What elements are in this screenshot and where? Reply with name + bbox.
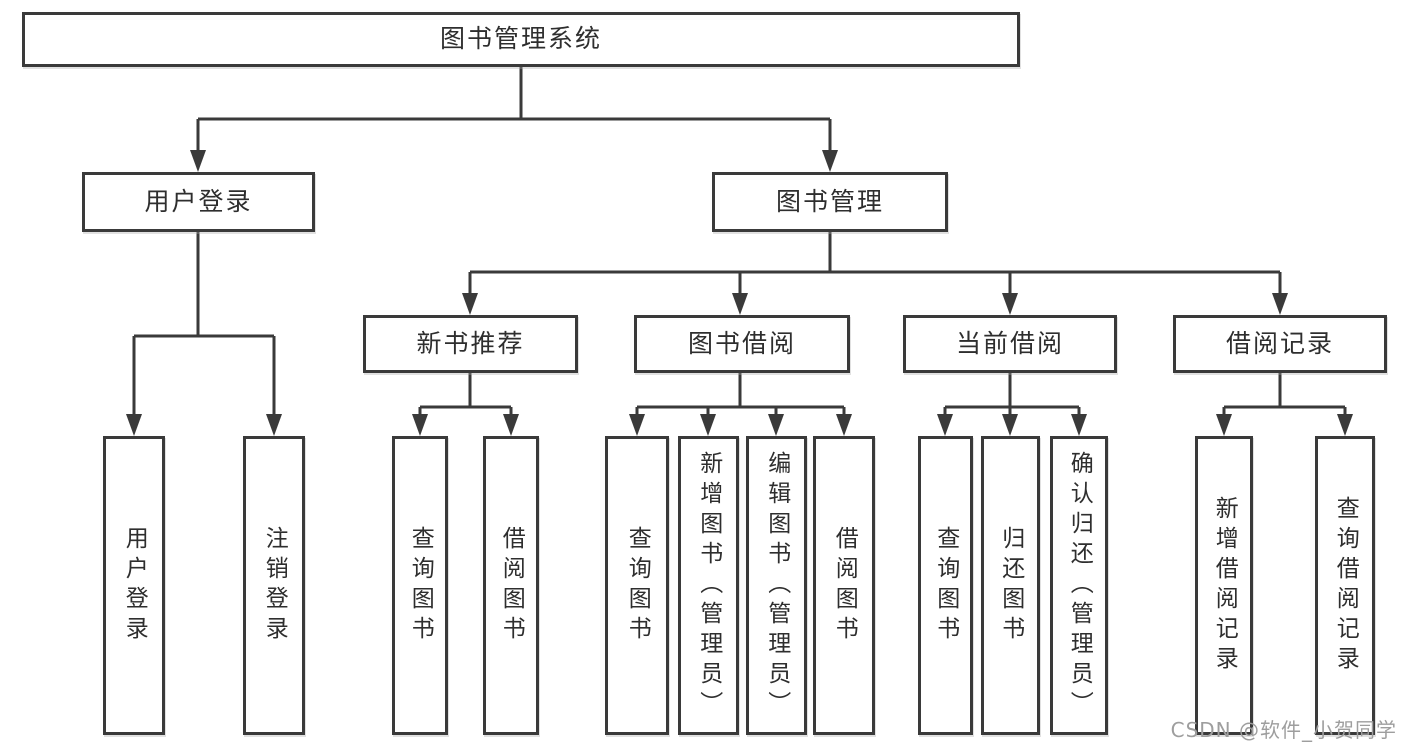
leaf-return-books: 归还图书 [981, 436, 1040, 735]
node-library-system: 图书管理系统 [22, 12, 1020, 67]
arrow-down-icon [700, 414, 716, 436]
node-borrow-record-label: 借阅记录 [1225, 328, 1334, 358]
connector-user-login-to-leaves [132, 232, 276, 420]
leaf-edit-books-admin-label: 编辑图书（管理员） [763, 450, 790, 721]
node-new-book-recommend-label: 新书推荐 [416, 328, 525, 358]
leaf-query-books-recommend-label: 查询图书 [407, 525, 434, 646]
arrow-down-icon [937, 414, 953, 436]
connector-current-borrow-to-leaves [943, 373, 1081, 420]
leaf-query-books-current: 查询图书 [918, 436, 973, 735]
leaf-add-borrow-record-label: 新增借阅记录 [1211, 495, 1238, 676]
arrow-down-icon [1272, 293, 1288, 315]
leaf-user-login: 用户登录 [103, 436, 165, 735]
arrow-down-icon [768, 414, 784, 436]
leaf-add-books-admin: 新增图书（管理员） [678, 436, 739, 735]
leaf-logout-label: 注销登录 [261, 525, 288, 646]
arrow-down-icon [629, 414, 645, 436]
leaf-edit-books-admin: 编辑图书（管理员） [746, 436, 807, 735]
leaf-confirm-return-admin: 确认归还（管理员） [1050, 436, 1108, 735]
csdn-watermark: CSDN @软件_小贺同学 [1170, 718, 1397, 742]
leaf-borrow-books-recommend: 借阅图书 [483, 436, 539, 735]
leaf-borrow-books-label: 借阅图书 [831, 525, 858, 646]
connector-book-management-to-level2 [468, 232, 1282, 298]
leaf-add-borrow-record: 新增借阅记录 [1195, 436, 1253, 735]
node-current-borrow-label: 当前借阅 [955, 328, 1064, 358]
leaf-query-borrow-record-label: 查询借阅记录 [1332, 495, 1359, 676]
arrow-down-icon [126, 414, 142, 436]
node-book-management: 图书管理 [712, 172, 948, 232]
leaf-query-books-current-label: 查询图书 [932, 525, 959, 646]
node-borrow-record: 借阅记录 [1173, 315, 1387, 373]
arrow-down-icon [1071, 414, 1087, 436]
arrow-down-icon [412, 414, 428, 436]
node-book-borrow: 图书借阅 [634, 315, 850, 373]
arrow-down-icon [503, 414, 519, 436]
connector-book-borrow-to-leaves [635, 373, 846, 420]
node-book-borrow-label: 图书借阅 [687, 328, 796, 358]
arrow-down-icon [822, 150, 838, 172]
leaf-query-books-borrow-label: 查询图书 [624, 525, 651, 646]
leaf-borrow-books-recommend-label: 借阅图书 [498, 525, 525, 646]
arrow-down-icon [1337, 414, 1353, 436]
arrow-down-icon [732, 293, 748, 315]
leaf-add-books-admin-label: 新增图书（管理员） [695, 450, 722, 721]
arrow-down-icon [836, 414, 852, 436]
arrow-down-icon [266, 414, 282, 436]
leaf-return-books-label: 归还图书 [997, 525, 1024, 646]
connector-borrow-record-to-leaves [1222, 373, 1347, 420]
leaf-logout: 注销登录 [243, 436, 305, 735]
node-new-book-recommend: 新书推荐 [363, 315, 578, 373]
leaf-query-borrow-record: 查询借阅记录 [1315, 436, 1375, 735]
node-user-login-label: 用户登录 [144, 186, 253, 216]
leaf-confirm-return-admin-label: 确认归还（管理员） [1066, 450, 1093, 721]
leaf-query-books-borrow: 查询图书 [605, 436, 669, 735]
leaf-borrow-books: 借阅图书 [813, 436, 875, 735]
connector-new-book-to-leaves [418, 373, 513, 420]
node-book-management-label: 图书管理 [775, 186, 884, 216]
node-library-system-label: 图书管理系统 [439, 24, 602, 54]
arrow-down-icon [190, 150, 206, 172]
arrow-down-icon [1002, 293, 1018, 315]
connector-root-to-level1 [196, 67, 832, 155]
arrow-down-icon [462, 293, 478, 315]
leaf-query-books-recommend: 查询图书 [392, 436, 448, 735]
node-current-borrow: 当前借阅 [903, 315, 1117, 373]
node-user-login: 用户登录 [82, 172, 315, 232]
arrow-down-icon [1216, 414, 1232, 436]
leaf-user-login-label: 用户登录 [121, 525, 148, 646]
arrow-down-icon [1002, 414, 1018, 436]
